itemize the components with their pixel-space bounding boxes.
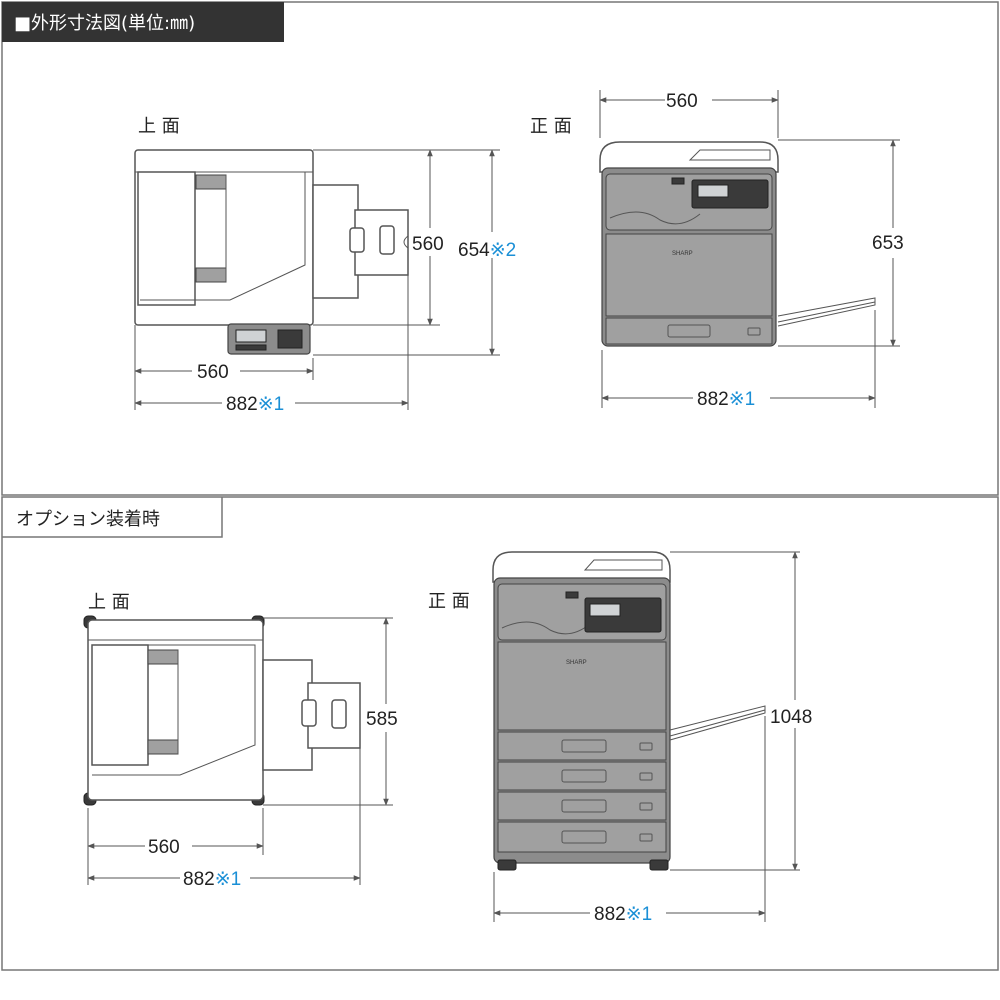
- section-main-title: ■外形寸法図(単位:㎜): [14, 13, 195, 34]
- option-front-width-total-value: 882※1: [594, 904, 652, 925]
- front-view-drawing: [599, 141, 876, 347]
- option-front-height-value: 1048: [770, 707, 812, 728]
- option-front-view-label: 正 面: [428, 591, 470, 612]
- brand-logo-front: SHARP: [672, 251, 693, 257]
- option-top-width-total-value: 882※1: [183, 869, 241, 890]
- option-front-view-drawing: [492, 551, 766, 871]
- front-view-dimensions: [599, 90, 900, 408]
- front-width-body-value: 560: [666, 91, 698, 112]
- option-top-view-label: 上 面: [88, 592, 130, 613]
- section-main: ■外形寸法図(単位:㎜) 上 面 正 面: [1, 1, 999, 496]
- option-top-view-dimensions: [87, 617, 393, 885]
- brand-logo-option-front: SHARP: [566, 660, 587, 666]
- option-top-width-body-value: 560: [148, 837, 180, 858]
- section-option: オプション装着時 上 面 正 面: [1, 496, 999, 971]
- top-depth-value: 560: [412, 234, 444, 255]
- option-top-view-drawing: [83, 615, 361, 806]
- front-width-total-value: 882※1: [697, 389, 755, 410]
- top-width-body-value: 560: [197, 362, 229, 383]
- option-top-height-value: 585: [366, 709, 398, 730]
- front-view-label: 正 面: [530, 116, 572, 137]
- front-height-value: 653: [872, 233, 904, 254]
- option-front-view-dimensions: [493, 551, 800, 922]
- top-height-total-value: 654※2: [458, 240, 516, 261]
- section-option-title: オプション装着時: [16, 509, 160, 530]
- top-width-total-value: 882※1: [226, 394, 284, 415]
- top-view-drawing: [134, 149, 409, 355]
- top-view-label: 上 面: [138, 116, 180, 137]
- top-view-dimensions: [134, 149, 500, 410]
